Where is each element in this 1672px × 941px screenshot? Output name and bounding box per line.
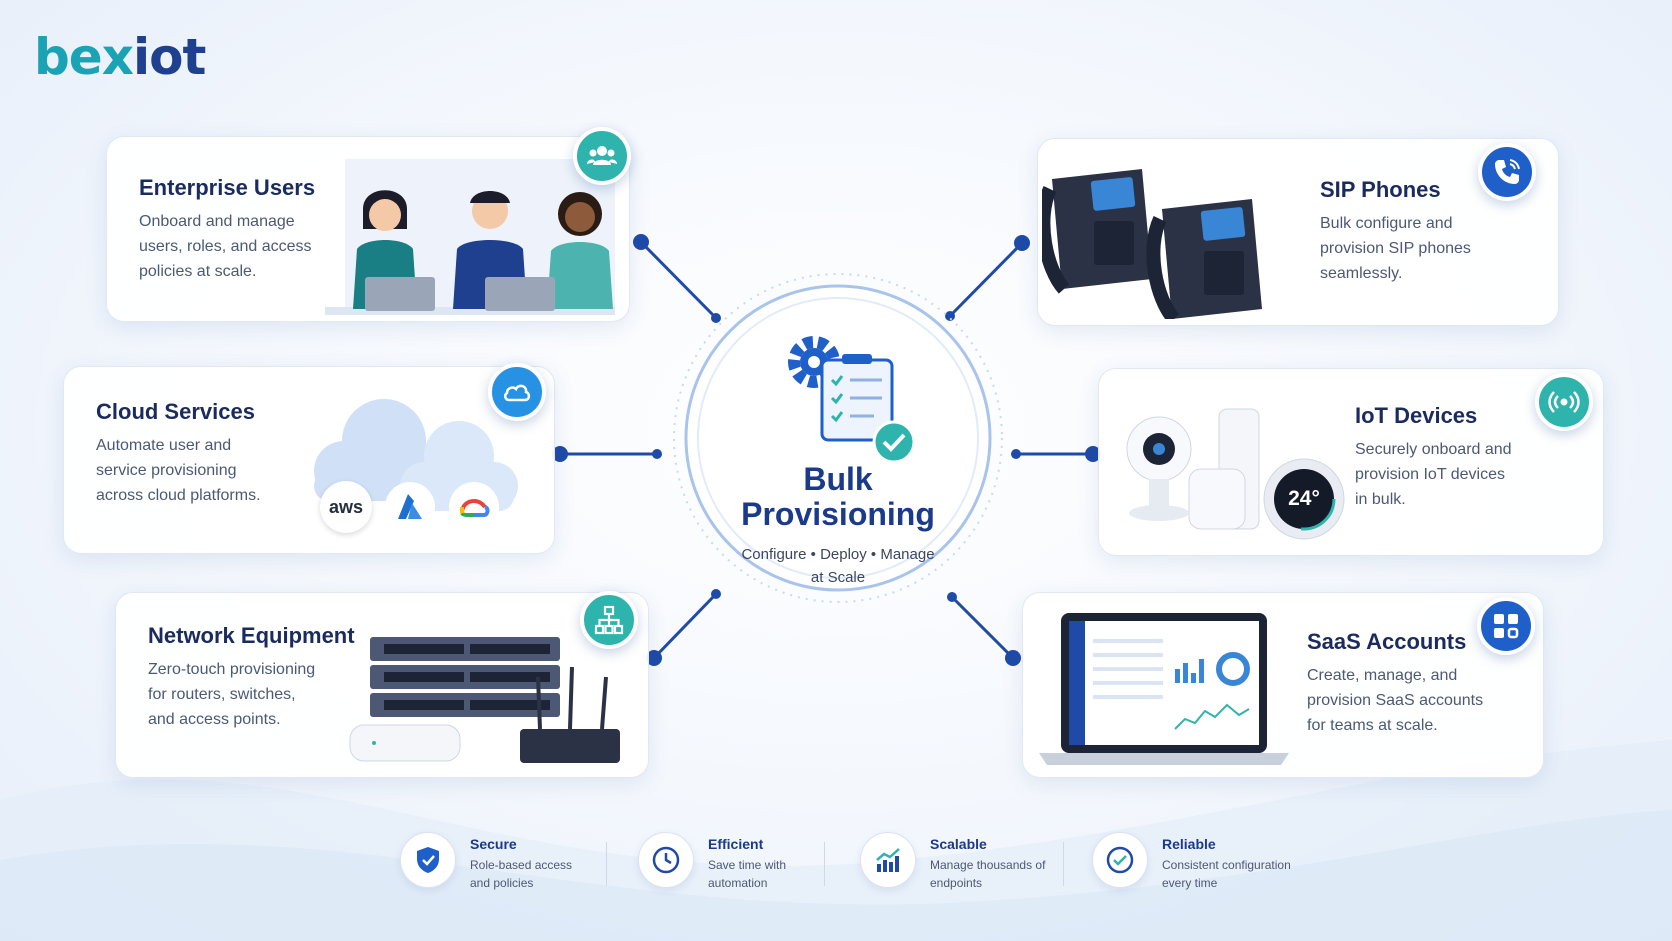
card-sip-phones[interactable]: SIP Phones Bulk configure and provision … bbox=[1037, 138, 1559, 326]
badge-wireless bbox=[1535, 373, 1593, 431]
iot-devices-illustration bbox=[1126, 408, 1345, 540]
clock-icon bbox=[652, 846, 680, 874]
feature-title: Scalable bbox=[930, 836, 987, 852]
card-title: IoT Devices bbox=[1355, 403, 1478, 428]
feature-description: Role-based access and policies bbox=[470, 858, 573, 890]
users-icon bbox=[587, 146, 617, 165]
feature-description: Save time with automation bbox=[708, 858, 787, 890]
phone-icon bbox=[1495, 159, 1520, 184]
feature-description: Consistent configuration every time bbox=[1162, 858, 1291, 890]
feature-title: Secure bbox=[470, 836, 517, 852]
aws-logo: aws bbox=[320, 481, 372, 533]
badge-phone bbox=[1478, 143, 1536, 201]
hub-circle bbox=[673, 273, 1003, 603]
card-saas-accounts[interactable]: SaaS Accounts Create, manage, and provis… bbox=[1022, 592, 1544, 778]
brand-logo: bexiot bbox=[34, 28, 206, 86]
google-cloud-logo-icon bbox=[449, 482, 499, 532]
check-badge-icon bbox=[872, 420, 916, 464]
card-description: Securely onboard and provision IoT devic… bbox=[1355, 441, 1512, 508]
card-title: SIP Phones bbox=[1320, 177, 1441, 202]
card-network-equipment[interactable]: Network Equipment Zero-touch provisionin… bbox=[115, 591, 649, 778]
desk-phones-illustration bbox=[1042, 169, 1262, 319]
feature-divider bbox=[824, 842, 825, 886]
feature-title: Efficient bbox=[708, 836, 764, 852]
growth-chart-icon bbox=[876, 848, 900, 872]
feature-divider bbox=[606, 842, 607, 886]
card-description: Bulk configure and provision SIP phones … bbox=[1320, 215, 1471, 282]
feature-description: Manage thousands of endpoints bbox=[930, 858, 1046, 890]
badge-cloud bbox=[488, 363, 546, 421]
card-title: Network Equipment bbox=[148, 623, 355, 648]
cloud-icon bbox=[504, 384, 531, 402]
badge-users bbox=[573, 127, 631, 185]
card-title: SaaS Accounts bbox=[1307, 629, 1467, 654]
wireless-icon bbox=[1548, 391, 1580, 413]
thermostat-reading: 24° bbox=[1288, 487, 1320, 510]
card-description: Create, manage, and provision SaaS accou… bbox=[1307, 667, 1484, 734]
people-at-laptops-illustration bbox=[325, 159, 615, 315]
apps-grid-icon bbox=[1494, 614, 1519, 639]
hub-title: Bulk Provisioning bbox=[741, 461, 935, 532]
card-enterprise-users[interactable]: Enterprise Users Onboard and manage user… bbox=[106, 127, 631, 322]
card-description: Automate user and service provisioning a… bbox=[96, 437, 261, 504]
checklist-icon bbox=[820, 354, 894, 442]
card-title: Cloud Services bbox=[96, 399, 255, 424]
connector-dot bbox=[633, 234, 649, 250]
card-iot-devices[interactable]: 24° IoT Devices Securely onboard and pro… bbox=[1098, 368, 1604, 556]
network-hardware-illustration bbox=[349, 637, 620, 763]
network-icon bbox=[594, 605, 624, 635]
badge-apps bbox=[1477, 597, 1535, 655]
shield-icon bbox=[417, 847, 439, 873]
card-description: Onboard and manage users, roles, and acc… bbox=[139, 213, 312, 280]
hub-subtitle: Configure • Deploy • Manage at Scale bbox=[741, 546, 935, 586]
feature-divider bbox=[1063, 842, 1064, 886]
card-title: Enterprise Users bbox=[139, 175, 316, 200]
laptop-dashboard-illustration bbox=[1039, 613, 1289, 765]
azure-logo-icon bbox=[385, 482, 435, 532]
feature-title: Reliable bbox=[1162, 836, 1216, 852]
card-description: Zero-touch provisioning for routers, swi… bbox=[148, 661, 316, 728]
check-circle-icon bbox=[1106, 846, 1134, 874]
card-cloud-services[interactable]: Cloud Services Automate user and service… bbox=[63, 363, 555, 554]
badge-network bbox=[580, 591, 638, 649]
